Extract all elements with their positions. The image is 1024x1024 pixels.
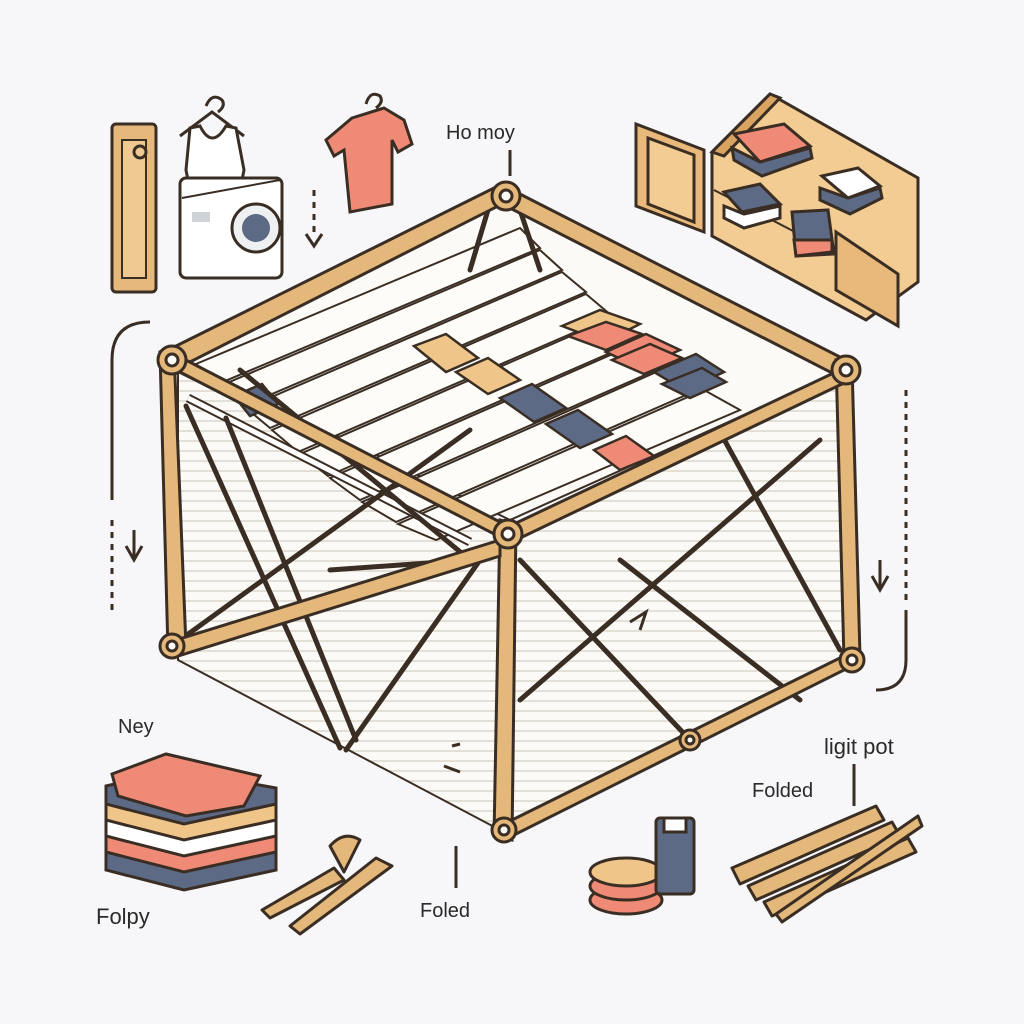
- wooden-poles-icon: [730, 804, 924, 924]
- cabinet-icon: [634, 92, 920, 329]
- label-right-top: ligit pot: [824, 734, 894, 759]
- left-height-bracket: [110, 320, 151, 612]
- label-right-folded: Folded: [752, 780, 814, 802]
- folded-clothes-stack-icon: [104, 752, 278, 892]
- down-arrow-icon: [304, 190, 324, 249]
- small-arrow-icon: [443, 608, 649, 774]
- t-shirt-on-hanger-icon: [324, 92, 414, 214]
- label-top: Ho moy: [446, 122, 515, 144]
- label-bottom-center: Foled: [420, 900, 471, 922]
- right-height-bracket: [870, 390, 908, 692]
- washing-machine-icon: [178, 176, 284, 280]
- clothespin-icon: [260, 834, 394, 936]
- frame-joints: [156, 180, 866, 844]
- cross-legs: [177, 207, 843, 753]
- cup-container-icon: [654, 816, 696, 896]
- hanging-rails: [194, 226, 743, 542]
- door-panel-icon: [110, 122, 158, 294]
- round-discs-icon: [588, 856, 664, 916]
- label-left-stack: Ney: [118, 716, 154, 738]
- label-bottom-left: Folpy: [96, 904, 150, 929]
